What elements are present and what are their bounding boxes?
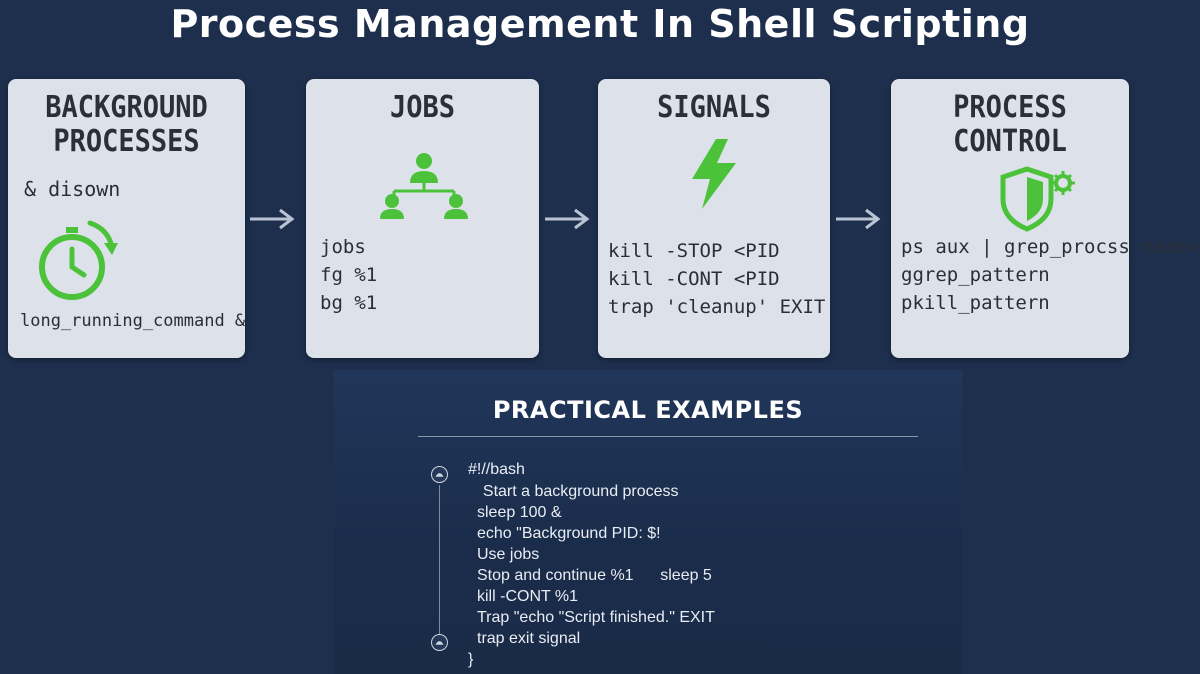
card-text-line: long_running_command & [20, 311, 246, 331]
code-line: } [468, 651, 474, 668]
hierarchy-users-icon [380, 153, 468, 219]
card-background-processes: BACKGROUND PROCESSES & disown long_runni… [8, 79, 245, 358]
card-jobs: JOBS jobs fg %1 bg %1 [306, 79, 539, 358]
card-text-line: kill -STOP <PID [608, 240, 780, 262]
code-line: Trap "echo "Script finished." EXIT [477, 609, 715, 626]
practical-examples-panel: PRACTICAL EXAMPLES #!//bash Start a back… [334, 370, 962, 674]
examples-title: PRACTICAL EXAMPLES [492, 396, 804, 424]
card-title-line: JOBS [389, 90, 456, 125]
card-title-line: SIGNALS [657, 90, 771, 125]
code-line: Use jobs [477, 546, 540, 563]
card-text-line: fg %1 [320, 264, 378, 286]
code-line: kill -CONT %1 [477, 588, 579, 605]
code-line: trap exit signal [477, 630, 581, 647]
card-text-line: kill -CONT <PID [608, 268, 780, 290]
card-text-line: bg %1 [320, 292, 378, 314]
code-line: Start a background process [474, 483, 679, 500]
card-title-line: CONTROL [953, 124, 1067, 159]
card-text-line: pkill_pattern [901, 292, 1050, 314]
page-title: Process Management In Shell Scripting [170, 2, 1030, 46]
divider [418, 436, 918, 437]
code-line: echo "Background PID: $! [477, 525, 661, 542]
shell-icon [431, 466, 448, 483]
lightning-icon [692, 139, 736, 209]
card-text-line: trap 'cleanup' EXIT [608, 296, 826, 318]
card-text-line: & disown [24, 177, 121, 201]
card-signals: SIGNALS kill -STOP <PID kill -CONT <PID … [598, 79, 830, 358]
code-line: sleep 100 & [477, 504, 562, 521]
arrow-right-icon [836, 208, 881, 230]
shield-gear-icon [1000, 166, 1075, 232]
card-text-line: ps aux | grep_procss_name> [901, 236, 1199, 258]
code-line: #!//bash [468, 461, 525, 478]
clock-icon [39, 220, 118, 300]
card-title-line: BACKGROUND [45, 90, 208, 125]
code-line: Stop and continue %1 sleep 5 [477, 567, 712, 584]
arrow-right-icon [545, 208, 590, 230]
card-title-line: PROCESSES [53, 124, 200, 159]
card-process-control: PROCESS CONTROL ps aux | grep_procss_nam… [891, 79, 1198, 358]
arrow-right-icon [250, 208, 295, 230]
timeline-line [439, 485, 440, 635]
card-text-line: ggrep_pattern [901, 264, 1050, 286]
shell-icon [431, 634, 448, 651]
card-title-line: PROCESS [953, 90, 1067, 125]
card-text-line: jobs [320, 236, 366, 258]
